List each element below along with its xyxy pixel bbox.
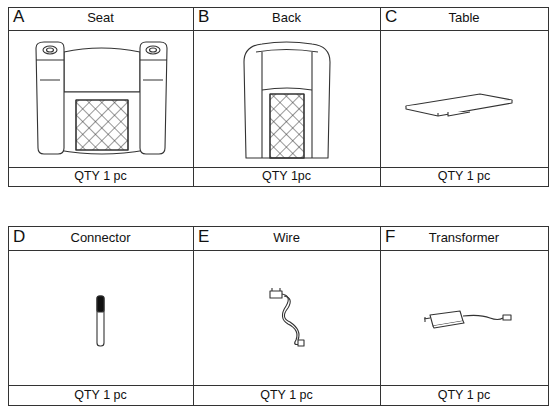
cell-divider (194, 30, 380, 31)
cell-divider (9, 250, 193, 251)
cell-divider (194, 167, 380, 168)
cell-divider (194, 385, 380, 386)
part-letter: C (385, 8, 397, 27)
part-letter: E (198, 228, 209, 247)
quantity-label: QTY 1 pc (438, 389, 491, 403)
part-cell: D ConnectorQTY 1 pc (8, 226, 194, 406)
part-name: Seat (87, 11, 114, 25)
part-name: Table (448, 11, 479, 25)
part-cell: C TableQTY 1 pc (380, 7, 549, 187)
part-cell: B BackQTY 1pc (193, 7, 381, 187)
cell-divider (381, 250, 548, 251)
cell-divider (381, 167, 548, 168)
quantity-label: QTY 1 pc (438, 170, 491, 184)
transformer-drawing (424, 311, 511, 328)
part-name: Wire (273, 231, 300, 245)
connector-drawing (97, 296, 104, 346)
part-cell: A SeatQTY 1 pc (8, 7, 194, 187)
cell-divider (194, 250, 380, 251)
cell-divider (9, 167, 193, 168)
cell-divider (9, 30, 193, 31)
cell-divider (9, 385, 193, 386)
wire-drawing (270, 288, 304, 346)
back-drawing (244, 42, 330, 158)
part-letter: B (198, 8, 209, 27)
quantity-label: QTY 1 pc (260, 389, 313, 403)
cell-divider (381, 30, 548, 31)
quantity-label: QTY 1pc (262, 170, 311, 184)
part-name: Transformer (429, 231, 499, 245)
part-letter: F (385, 228, 395, 247)
part-cell: F TransformerQTY 1 pc (380, 226, 549, 406)
part-cell: E WireQTY 1 pc (193, 226, 381, 406)
quantity-label: QTY 1 pc (74, 389, 127, 403)
quantity-label: QTY 1 pc (74, 170, 127, 184)
table-drawing (406, 94, 512, 116)
cell-divider (381, 385, 548, 386)
part-letter: D (13, 228, 25, 247)
seat-drawing (36, 42, 167, 154)
part-name: Back (272, 11, 301, 25)
part-name: Connector (71, 231, 131, 245)
part-letter: A (13, 8, 24, 27)
